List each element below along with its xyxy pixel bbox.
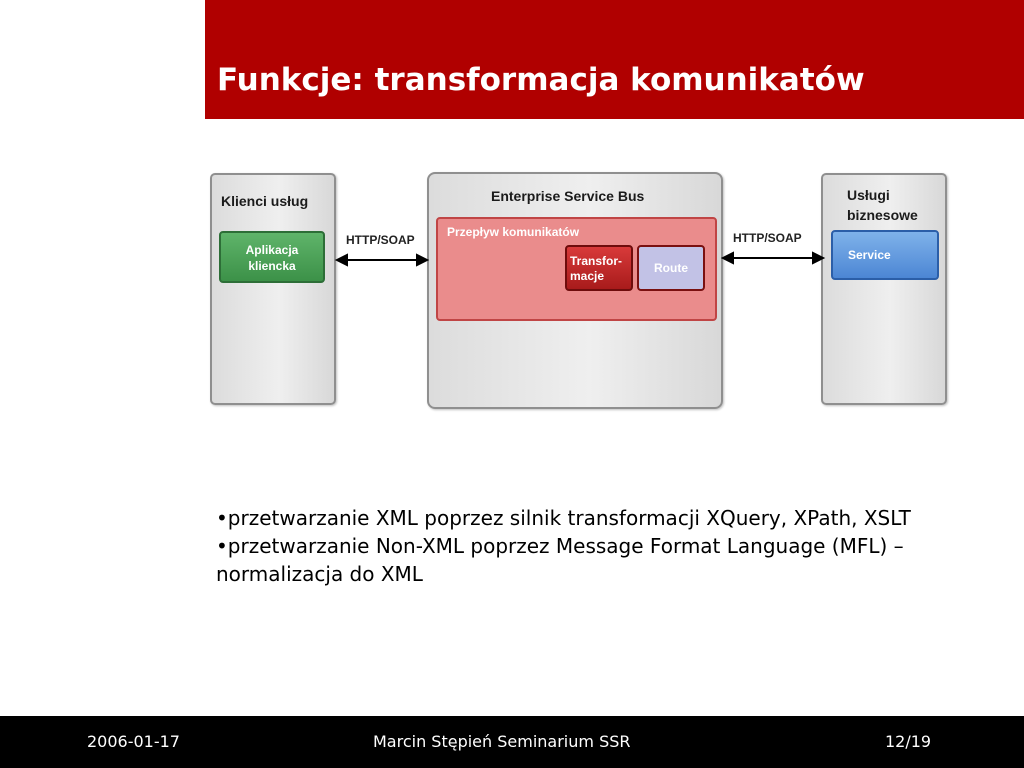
client-application-line1: Aplikacja xyxy=(245,243,299,257)
footer-bar: 2006-01-17 Marcin Stępień Seminarium SSR… xyxy=(0,716,1024,768)
transformation-line1: Transfor- xyxy=(570,254,623,268)
message-flow-label: Przepływ komunikatów xyxy=(447,225,580,239)
left-protocol-label: HTTP/SOAP xyxy=(346,233,415,247)
bullet-item: •przetwarzanie Non-XML poprzez Message F… xyxy=(216,534,904,586)
bullet-list: •przetwarzanie XML poprzez silnik transf… xyxy=(216,504,966,588)
client-panel-title: Klienci usług xyxy=(221,193,309,209)
esb-panel-title: Enterprise Service Bus xyxy=(491,188,645,204)
route-box: Route xyxy=(637,245,705,291)
business-services-panel: Usługi biznesowe xyxy=(821,173,947,405)
route-label: Route xyxy=(654,261,688,275)
slide-title: Funkcje: transformacja komunikatów xyxy=(217,62,865,98)
bullet-item: •przetwarzanie XML poprzez silnik transf… xyxy=(216,506,911,530)
footer-author: Marcin Stępień Seminarium SSR xyxy=(373,732,631,751)
transformation-box: Transfor- macje xyxy=(565,245,633,291)
business-panel-title-line2: biznesowe xyxy=(847,207,918,223)
footer-page-number: 12/19 xyxy=(885,732,932,751)
transformation-line2: macje xyxy=(570,269,605,283)
business-panel-title-line1: Usługi xyxy=(847,187,890,203)
service-label: Service xyxy=(848,248,891,262)
client-application-box: Aplikacja kliencka xyxy=(219,231,325,283)
left-double-arrow xyxy=(334,253,430,267)
service-box: Service xyxy=(831,230,939,280)
client-panel: Klienci usług xyxy=(210,173,336,405)
client-application-line2: kliencka xyxy=(248,259,296,273)
right-protocol-label: HTTP/SOAP xyxy=(733,231,802,245)
title-band: Funkcje: transformacja komunikatów xyxy=(205,0,1024,119)
footer-date: 2006-01-17 xyxy=(87,732,180,751)
right-double-arrow xyxy=(720,251,826,265)
